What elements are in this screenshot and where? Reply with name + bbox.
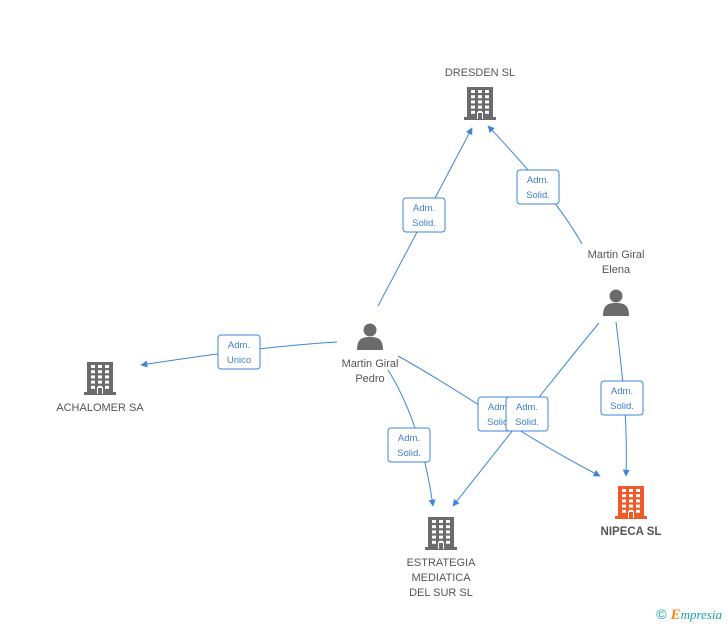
edge-label-line: Adm. bbox=[413, 203, 435, 214]
building-icon bbox=[464, 87, 496, 120]
node-label: Martin Giral bbox=[588, 249, 645, 261]
building-icon bbox=[84, 362, 116, 395]
node-label: MEDIATICA bbox=[411, 572, 471, 584]
node-dresden[interactable]: DRESDEN SL bbox=[445, 67, 515, 120]
node-achalomer[interactable]: ACHALOMER SA bbox=[56, 362, 144, 414]
edge-label-line: Solid. bbox=[610, 401, 634, 412]
edge-label-line: Unico bbox=[227, 355, 251, 366]
edge-label-line: Solid. bbox=[412, 218, 436, 229]
edge-label-line: Solid. bbox=[526, 190, 550, 201]
node-label: ACHALOMER SA bbox=[56, 402, 144, 414]
node-label: DRESDEN SL bbox=[445, 67, 515, 79]
node-label: ESTRATEGIA bbox=[407, 557, 477, 569]
nodes-layer: DRESDEN SL ACHALOMER SA ESTRATEGIA MEDIATIC… bbox=[56, 67, 661, 599]
copyright-footer: ©Empresia bbox=[656, 606, 722, 624]
edge-label-pedro-to-dresden[interactable]: Adm. Solid. bbox=[402, 197, 446, 233]
node-label: Pedro bbox=[355, 373, 384, 385]
edge-label-line: Adm. bbox=[228, 340, 250, 351]
edge-label-elena-to-dresden[interactable]: Adm. Solid. bbox=[516, 169, 560, 205]
edge-label-line: Solid. bbox=[397, 448, 421, 459]
edge-label-line: Adm. bbox=[398, 433, 420, 444]
edge-label-elena-to-estrategia[interactable]: Adm. Solid. bbox=[505, 396, 549, 432]
brand-name: mpresia bbox=[680, 607, 722, 622]
node-label: NIPECA SL bbox=[601, 526, 662, 538]
edge-label-line: Adm. bbox=[488, 402, 510, 413]
edge-label-line: Adm. bbox=[527, 175, 549, 186]
building-icon bbox=[615, 486, 647, 519]
building-icon bbox=[425, 517, 457, 550]
node-label: Martin Giral bbox=[342, 358, 399, 370]
person-icon bbox=[357, 323, 383, 350]
edge-label-pedro-to-achalomer[interactable]: Adm. Unico bbox=[217, 334, 261, 370]
node-label: DEL SUR SL bbox=[409, 587, 473, 599]
brand-initial: E bbox=[670, 607, 681, 623]
edge-label-elena-to-nipeca[interactable]: Adm. Solid. bbox=[600, 380, 644, 416]
node-label: Elena bbox=[602, 264, 631, 276]
edge-label-pedro-to-estrategia[interactable]: Adm. Solid. bbox=[387, 427, 431, 463]
edge-label-line: Solid. bbox=[515, 417, 539, 428]
copyright-icon: © bbox=[656, 606, 667, 622]
edge-labels-layer: Adm.Solid.Adm.Solid.Adm.UnicoAdm.Solid.A… bbox=[217, 169, 644, 463]
edge-label-line: Adm. bbox=[611, 386, 633, 397]
node-nipeca[interactable]: NIPECA SL bbox=[601, 486, 662, 538]
node-estrategia[interactable]: ESTRATEGIA MEDIATICA DEL SUR SL bbox=[407, 517, 477, 599]
edge-label-line: Solid. bbox=[487, 417, 511, 428]
edge-label-line: Adm. bbox=[516, 402, 538, 413]
person-icon bbox=[603, 289, 629, 316]
